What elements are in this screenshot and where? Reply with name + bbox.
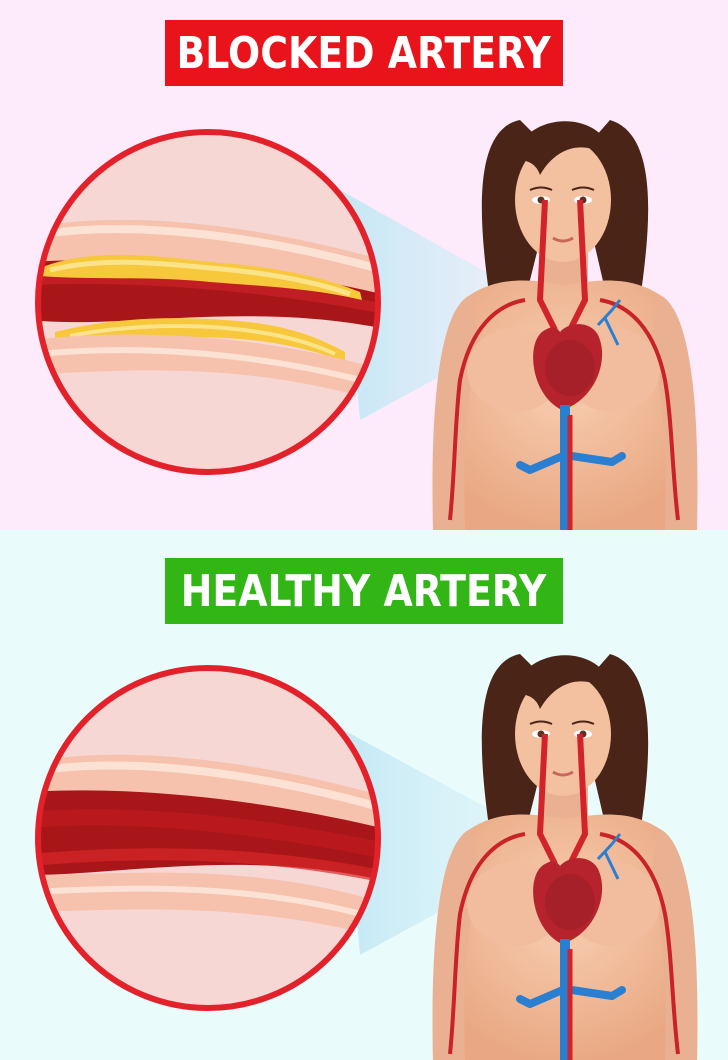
plaque [40,254,362,300]
right-arm [650,295,698,530]
magnified-artery-blocked [38,132,378,472]
woman-figure [432,654,698,1060]
woman-figure [432,120,698,530]
magnifier-circle [35,129,381,475]
magnifier-circle [35,665,381,1011]
healthy-artery-panel: HEALTHY ARTERY [0,530,728,1060]
blocked-artery-panel: BLOCKED ARTERY [0,0,728,530]
carotid-artery [536,199,558,332]
healthy-artery-illustration [35,654,698,1060]
blocked-artery-title: BLOCKED ARTERY [165,20,563,86]
blocked-artery-illustration [35,120,698,530]
magnified-artery-healthy [38,668,378,1008]
healthy-artery-title: HEALTHY ARTERY [165,558,563,624]
